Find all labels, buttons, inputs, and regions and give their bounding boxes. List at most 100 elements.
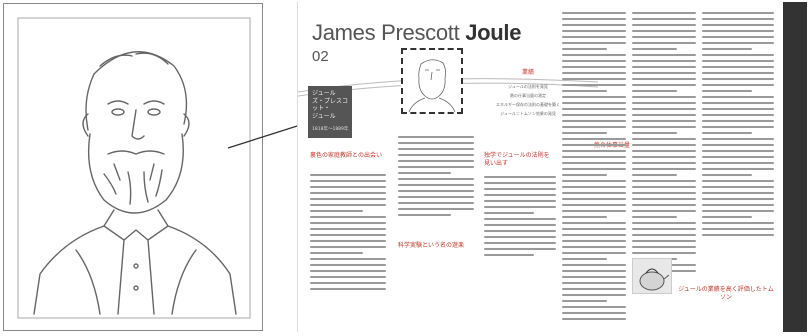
text-line bbox=[310, 252, 364, 254]
text-line bbox=[484, 212, 535, 214]
text-line bbox=[702, 144, 774, 146]
text-line bbox=[562, 72, 626, 74]
text-line bbox=[632, 36, 696, 38]
text-line bbox=[562, 228, 626, 230]
text-line bbox=[632, 54, 696, 56]
text-line bbox=[702, 114, 774, 116]
text-line bbox=[310, 288, 386, 290]
text-line bbox=[632, 180, 696, 182]
text-line bbox=[702, 138, 774, 140]
text-line bbox=[702, 24, 774, 26]
text-line bbox=[310, 234, 386, 236]
text-line bbox=[702, 66, 774, 68]
text-line bbox=[632, 234, 696, 236]
achievement-item: 熱の仕事当量の測定 bbox=[510, 92, 546, 98]
text-line bbox=[562, 240, 626, 242]
text-line bbox=[562, 36, 626, 38]
text-line bbox=[398, 178, 474, 180]
text-line bbox=[562, 150, 626, 152]
name-line: ズ・プレスコット・ bbox=[312, 97, 349, 113]
text-line bbox=[484, 188, 556, 190]
text-line bbox=[702, 60, 774, 62]
text-line bbox=[562, 126, 626, 128]
section-heading: 科学実験という名の遊楽 bbox=[398, 242, 465, 249]
text-line bbox=[632, 84, 696, 86]
text-line bbox=[484, 200, 556, 202]
text-line bbox=[632, 252, 696, 254]
text-line bbox=[632, 96, 696, 98]
kettle-icon bbox=[639, 268, 670, 291]
text-line bbox=[398, 154, 474, 156]
text-line bbox=[484, 254, 535, 256]
portrait-thumbnail bbox=[401, 48, 463, 114]
issue-number: 02 bbox=[312, 48, 329, 65]
text-line bbox=[702, 96, 774, 98]
text-line bbox=[632, 90, 677, 92]
name-box: ジュール ズ・プレスコット・ ジュール 1818年〜1889年 bbox=[308, 86, 352, 138]
text-line bbox=[702, 30, 774, 32]
portrait-sketch bbox=[17, 17, 251, 319]
text-line bbox=[702, 192, 774, 194]
text-line bbox=[562, 168, 626, 170]
text-line bbox=[702, 18, 774, 20]
text-line bbox=[484, 194, 556, 196]
text-line bbox=[632, 144, 696, 146]
text-line bbox=[562, 318, 626, 320]
text-line bbox=[562, 156, 626, 158]
text-line bbox=[632, 78, 696, 80]
text-line bbox=[702, 126, 774, 128]
text-line bbox=[562, 24, 626, 26]
text-line bbox=[632, 210, 696, 212]
text-line bbox=[702, 198, 774, 200]
text-line bbox=[562, 18, 626, 20]
text-line bbox=[702, 132, 753, 134]
text-line bbox=[632, 204, 696, 206]
text-line bbox=[562, 306, 626, 308]
text-line bbox=[562, 102, 626, 104]
text-line bbox=[702, 180, 774, 182]
text-column bbox=[562, 12, 626, 324]
text-line bbox=[562, 222, 626, 224]
text-line bbox=[702, 90, 753, 92]
text-line bbox=[702, 102, 774, 104]
text-line bbox=[632, 66, 696, 68]
text-line bbox=[632, 72, 696, 74]
text-line bbox=[310, 240, 386, 242]
text-line bbox=[632, 18, 696, 20]
text-line bbox=[484, 176, 556, 178]
text-line bbox=[562, 54, 626, 56]
text-line bbox=[632, 42, 696, 44]
text-line bbox=[702, 42, 774, 44]
kettle-caption: ジュールの業績を高く評価したトムソン bbox=[678, 286, 774, 301]
text-line bbox=[484, 248, 556, 250]
text-line bbox=[702, 186, 774, 188]
zoom-panel bbox=[3, 3, 263, 331]
text-line bbox=[702, 36, 774, 38]
text-line bbox=[632, 120, 696, 122]
text-line bbox=[562, 108, 626, 110]
text-line bbox=[398, 148, 474, 150]
text-line bbox=[562, 270, 626, 272]
text-line bbox=[632, 24, 696, 26]
text-line bbox=[632, 186, 696, 188]
text-line bbox=[484, 182, 556, 184]
text-line bbox=[562, 216, 607, 218]
achievement-item: ジュール＝トムソン効果の発見 bbox=[500, 110, 556, 116]
text-line bbox=[632, 156, 696, 158]
text-line bbox=[310, 174, 386, 176]
text-line bbox=[310, 186, 386, 188]
text-line bbox=[632, 48, 677, 50]
name-years: 1818年〜1889年 bbox=[312, 127, 349, 133]
text-line bbox=[632, 240, 696, 242]
text-line bbox=[310, 180, 386, 182]
text-line bbox=[562, 258, 607, 260]
text-line bbox=[702, 48, 753, 50]
text-line bbox=[702, 150, 774, 152]
text-line bbox=[562, 114, 626, 116]
text-line bbox=[702, 174, 753, 176]
text-line bbox=[562, 162, 626, 164]
text-line bbox=[562, 60, 626, 62]
text-line bbox=[562, 300, 607, 302]
text-line bbox=[632, 192, 696, 194]
text-line bbox=[702, 54, 774, 56]
